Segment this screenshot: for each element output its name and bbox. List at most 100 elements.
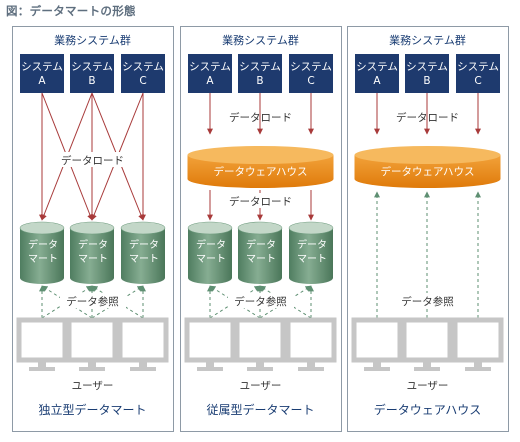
monitor-neck bbox=[139, 362, 147, 367]
datamart-label: データ bbox=[28, 238, 58, 251]
user-label: ユーザー bbox=[72, 380, 114, 392]
system-label: システム bbox=[21, 61, 63, 73]
datamart-label: マート bbox=[246, 254, 276, 265]
system-letter: B bbox=[88, 75, 95, 87]
datamart-label: マート bbox=[78, 254, 108, 265]
data-load-label: データロード bbox=[61, 154, 124, 167]
figure-title: 図：データマートの形態 bbox=[6, 4, 136, 18]
user-label: ユーザー bbox=[240, 380, 282, 392]
system-letter: C bbox=[139, 75, 146, 87]
datamart-cylinder bbox=[187, 221, 233, 284]
datamart-top bbox=[237, 221, 283, 235]
data-load-label: データロード bbox=[396, 111, 459, 124]
datamart-body bbox=[238, 228, 282, 284]
datamart-top bbox=[288, 221, 334, 235]
monitor-neck bbox=[206, 362, 214, 367]
data-reference-arrow bbox=[41, 285, 93, 319]
system-box bbox=[238, 54, 282, 93]
monitor-stand bbox=[414, 367, 440, 371]
monitor-stand bbox=[79, 367, 105, 371]
system-group-header: 業務システム群 bbox=[54, 33, 131, 47]
system-box bbox=[20, 54, 64, 93]
monitor-neck bbox=[38, 362, 46, 367]
system-label: システム bbox=[71, 61, 113, 73]
datamart-top bbox=[120, 221, 166, 235]
user-monitor-icon bbox=[184, 317, 236, 371]
system-letter: B bbox=[423, 75, 430, 87]
reference-label-background bbox=[228, 293, 294, 308]
system-letter: A bbox=[206, 75, 214, 87]
dwh-top bbox=[187, 146, 334, 164]
monitor-screen bbox=[351, 317, 403, 363]
datamart-label: データ bbox=[129, 238, 159, 251]
system-box bbox=[355, 54, 399, 93]
datamart-cylinder bbox=[19, 221, 65, 284]
datamart-cylinder bbox=[69, 221, 115, 284]
monitor-screen bbox=[401, 317, 453, 363]
datamart-label: データ bbox=[78, 238, 108, 251]
datamart-body bbox=[20, 228, 64, 284]
data-warehouse-cylinder bbox=[354, 146, 501, 188]
data-reference-arrow bbox=[41, 285, 93, 319]
system-letter: A bbox=[373, 75, 381, 87]
dwh-label: データウェアハウス bbox=[380, 165, 474, 178]
datamart-label: マート bbox=[129, 254, 159, 265]
system-box bbox=[121, 54, 165, 93]
dwh-body bbox=[187, 155, 334, 188]
user-monitor-icon bbox=[117, 317, 169, 371]
datamart-cylinder bbox=[237, 221, 283, 284]
data-load-label: データロード bbox=[229, 195, 292, 208]
system-group-header: 業務システム群 bbox=[389, 33, 466, 47]
datamart-label: データ bbox=[246, 238, 276, 251]
system-label: システム bbox=[406, 61, 448, 73]
datamart-label: マート bbox=[28, 254, 58, 265]
monitor-screen bbox=[234, 317, 286, 363]
data-reference-arrow bbox=[209, 285, 261, 319]
datamart-cylinder bbox=[288, 221, 334, 284]
system-box bbox=[70, 54, 114, 93]
system-box bbox=[405, 54, 449, 93]
datamart-body bbox=[121, 228, 165, 284]
user-monitor-icon bbox=[16, 317, 68, 371]
data-load-label: データロード bbox=[229, 111, 292, 124]
system-label: システム bbox=[457, 61, 499, 73]
datamart-label: データ bbox=[297, 238, 327, 251]
reference-label-background bbox=[395, 293, 461, 308]
user-monitor-icon bbox=[452, 317, 504, 371]
monitor-neck bbox=[373, 362, 381, 367]
datamart-body bbox=[289, 228, 333, 284]
monitor-neck bbox=[474, 362, 482, 367]
system-label: システム bbox=[122, 61, 164, 73]
monitor-stand bbox=[29, 367, 55, 371]
monitor-screen bbox=[452, 317, 504, 363]
monitor-neck bbox=[423, 362, 431, 367]
monitor-stand bbox=[247, 367, 273, 371]
monitor-stand bbox=[130, 367, 156, 371]
load-label-background bbox=[226, 193, 296, 208]
datamart-cylinder bbox=[120, 221, 166, 284]
load-label-background bbox=[56, 152, 128, 167]
datamart-top bbox=[187, 221, 233, 235]
datamart-body bbox=[188, 228, 232, 284]
data-reference-label: データ参照 bbox=[234, 295, 287, 308]
monitor-screen bbox=[16, 317, 68, 363]
monitor-stand bbox=[465, 367, 491, 371]
system-label: システム bbox=[356, 61, 398, 73]
dwh-label: データウェアハウス bbox=[213, 165, 307, 178]
monitor-screen bbox=[285, 317, 337, 363]
data-reference-label: データ参照 bbox=[401, 295, 454, 308]
monitor-screen bbox=[66, 317, 118, 363]
monitor-screen bbox=[117, 317, 169, 363]
data-reference-label: データ参照 bbox=[66, 295, 119, 308]
dwh-top bbox=[354, 146, 501, 164]
data-warehouse-cylinder bbox=[187, 146, 334, 188]
user-label: ユーザー bbox=[407, 380, 449, 392]
user-monitor-icon bbox=[66, 317, 118, 371]
datamart-top bbox=[69, 221, 115, 235]
system-box bbox=[188, 54, 232, 93]
monitor-stand bbox=[364, 367, 390, 371]
system-label: システム bbox=[239, 61, 281, 73]
user-monitor-icon bbox=[401, 317, 453, 371]
system-label: システム bbox=[290, 61, 332, 73]
